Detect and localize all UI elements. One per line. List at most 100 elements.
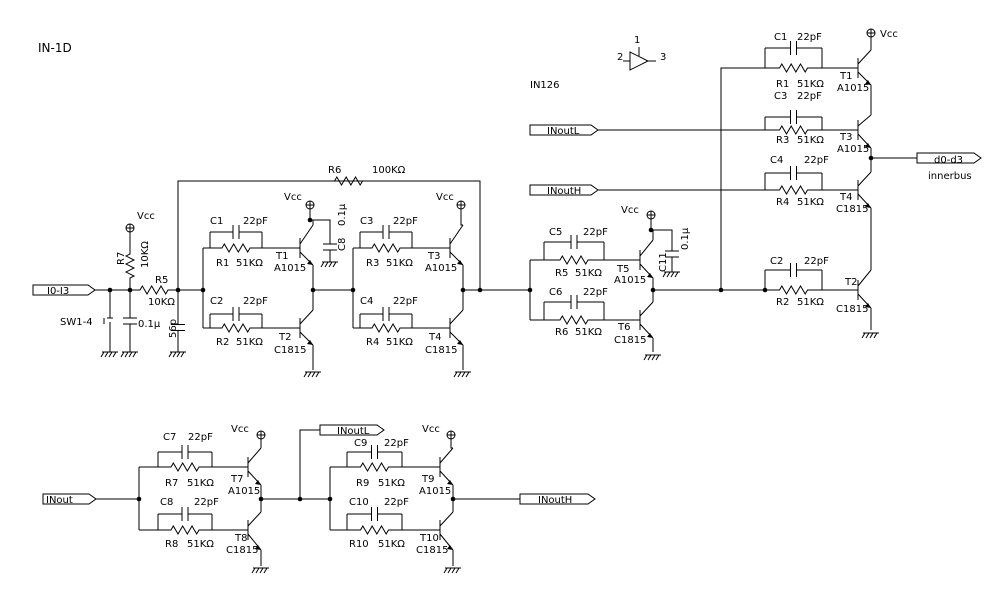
transistor — [857, 269, 872, 309]
resistor — [360, 323, 412, 333]
capacitor — [765, 41, 822, 55]
transistor-arrow — [255, 545, 261, 550]
transistor-arrow — [647, 273, 653, 278]
transistor — [299, 309, 314, 346]
port-inoutl-b-label: INoutL — [337, 426, 370, 437]
t10-value: C1815 — [416, 545, 448, 556]
capacitor — [360, 307, 412, 321]
port-terminal — [519, 493, 596, 505]
resistor-zigzag — [360, 323, 412, 333]
resistor-zigzag — [765, 63, 822, 73]
t5-value: A1015 — [614, 275, 646, 286]
r6b-label: R6 — [555, 327, 568, 338]
c10-label: C10 — [349, 497, 369, 508]
wire — [651, 229, 673, 240]
vcc-label: Vcc — [880, 29, 898, 40]
r6b-value: 51KΩ — [575, 327, 602, 338]
rc2-label: C2 — [770, 256, 783, 267]
capacitor-plates — [665, 240, 679, 268]
resistor — [544, 315, 604, 325]
buffer-pin-2: 2 — [617, 52, 623, 63]
c3-label: C3 — [360, 216, 373, 227]
resistor — [765, 285, 822, 295]
c9-value: 22pF — [384, 438, 409, 449]
port-input-label: I0-I3 — [47, 286, 69, 297]
r9-label: R9 — [356, 478, 369, 489]
transistor-arrow — [447, 480, 453, 485]
transistor — [857, 171, 872, 209]
port-terminal — [529, 124, 599, 136]
transistor-body — [639, 301, 654, 339]
t4-value: C1815 — [425, 345, 457, 356]
wire — [310, 219, 331, 232]
capacitor-plates — [158, 445, 212, 459]
capacitor — [765, 110, 822, 124]
transistor-arrow — [255, 480, 261, 485]
t6-value: C1815 — [614, 335, 646, 346]
c4-label: C4 — [360, 296, 373, 307]
port-terminal — [42, 493, 97, 505]
resistor — [765, 125, 822, 135]
transistor-arrow — [865, 203, 871, 208]
vcc-terminal — [646, 210, 656, 220]
c1-label: C1 — [210, 216, 223, 227]
rr2-label: R2 — [776, 297, 789, 308]
c8b-label: C8 — [160, 497, 173, 508]
vcc-label: Vcc — [137, 211, 155, 222]
capacitor-plates — [765, 110, 822, 124]
resistor — [765, 63, 822, 73]
vcc-label: Vcc — [436, 192, 454, 203]
rc4-value: 22pF — [804, 155, 829, 166]
port-terminal — [529, 184, 599, 196]
capacitor-plates — [171, 303, 185, 352]
c3-value: 22pF — [393, 216, 418, 227]
transistor-arrow — [865, 303, 871, 308]
vcc-cross — [257, 431, 265, 439]
port-terminal — [32, 284, 96, 296]
transistor — [449, 224, 464, 266]
capacitor-plates — [765, 263, 822, 277]
vcc-terminal — [256, 430, 266, 440]
capacitor-plates — [360, 225, 412, 239]
capacitor-plates — [544, 295, 604, 309]
resistor-zigzag — [347, 525, 402, 535]
c7-value: 22pF — [188, 432, 213, 443]
ground-hatch — [303, 371, 321, 378]
transistor-body — [639, 239, 654, 279]
capacitor — [665, 240, 679, 268]
resistor — [130, 285, 178, 295]
capacitor — [123, 290, 137, 352]
port-inouth-a-label: INoutH — [547, 186, 581, 197]
resistor — [325, 176, 372, 186]
c5-label: C5 — [549, 227, 562, 238]
r7b-value: 51KΩ — [187, 478, 214, 489]
r10-value: 51KΩ — [378, 539, 405, 550]
wires — [95, 37, 917, 566]
port-shape — [42, 493, 97, 505]
resistor-zigzag — [158, 462, 212, 472]
buffer-pin-1: 1 — [634, 35, 640, 46]
transistor — [439, 447, 454, 486]
resistor — [544, 255, 604, 265]
t6-label: T6 — [617, 322, 630, 333]
rt2-value: C1815 — [836, 304, 868, 315]
resistor — [158, 525, 212, 535]
ground-hatch — [861, 332, 879, 339]
switch-symbol — [103, 312, 113, 328]
transistor — [857, 114, 872, 149]
port-shape — [916, 152, 982, 164]
capacitor — [544, 295, 604, 309]
c5-value: 22pF — [583, 227, 608, 238]
transistor-arrow — [307, 340, 313, 345]
transistor-arrow — [447, 545, 453, 550]
ground-hatch — [643, 354, 661, 361]
vcc-terminal — [305, 200, 315, 210]
wire — [450, 439, 453, 449]
port-terminal — [319, 424, 385, 436]
transistor — [639, 301, 654, 339]
r10-label: R10 — [349, 539, 369, 550]
rt3-label: T3 — [839, 132, 852, 143]
labels: IN-1D 2 3 1 IN126 I0-I3 INoutL INoutH d0… — [38, 29, 972, 556]
transistor-arrow — [457, 260, 463, 265]
vcc-terminal — [125, 223, 135, 233]
